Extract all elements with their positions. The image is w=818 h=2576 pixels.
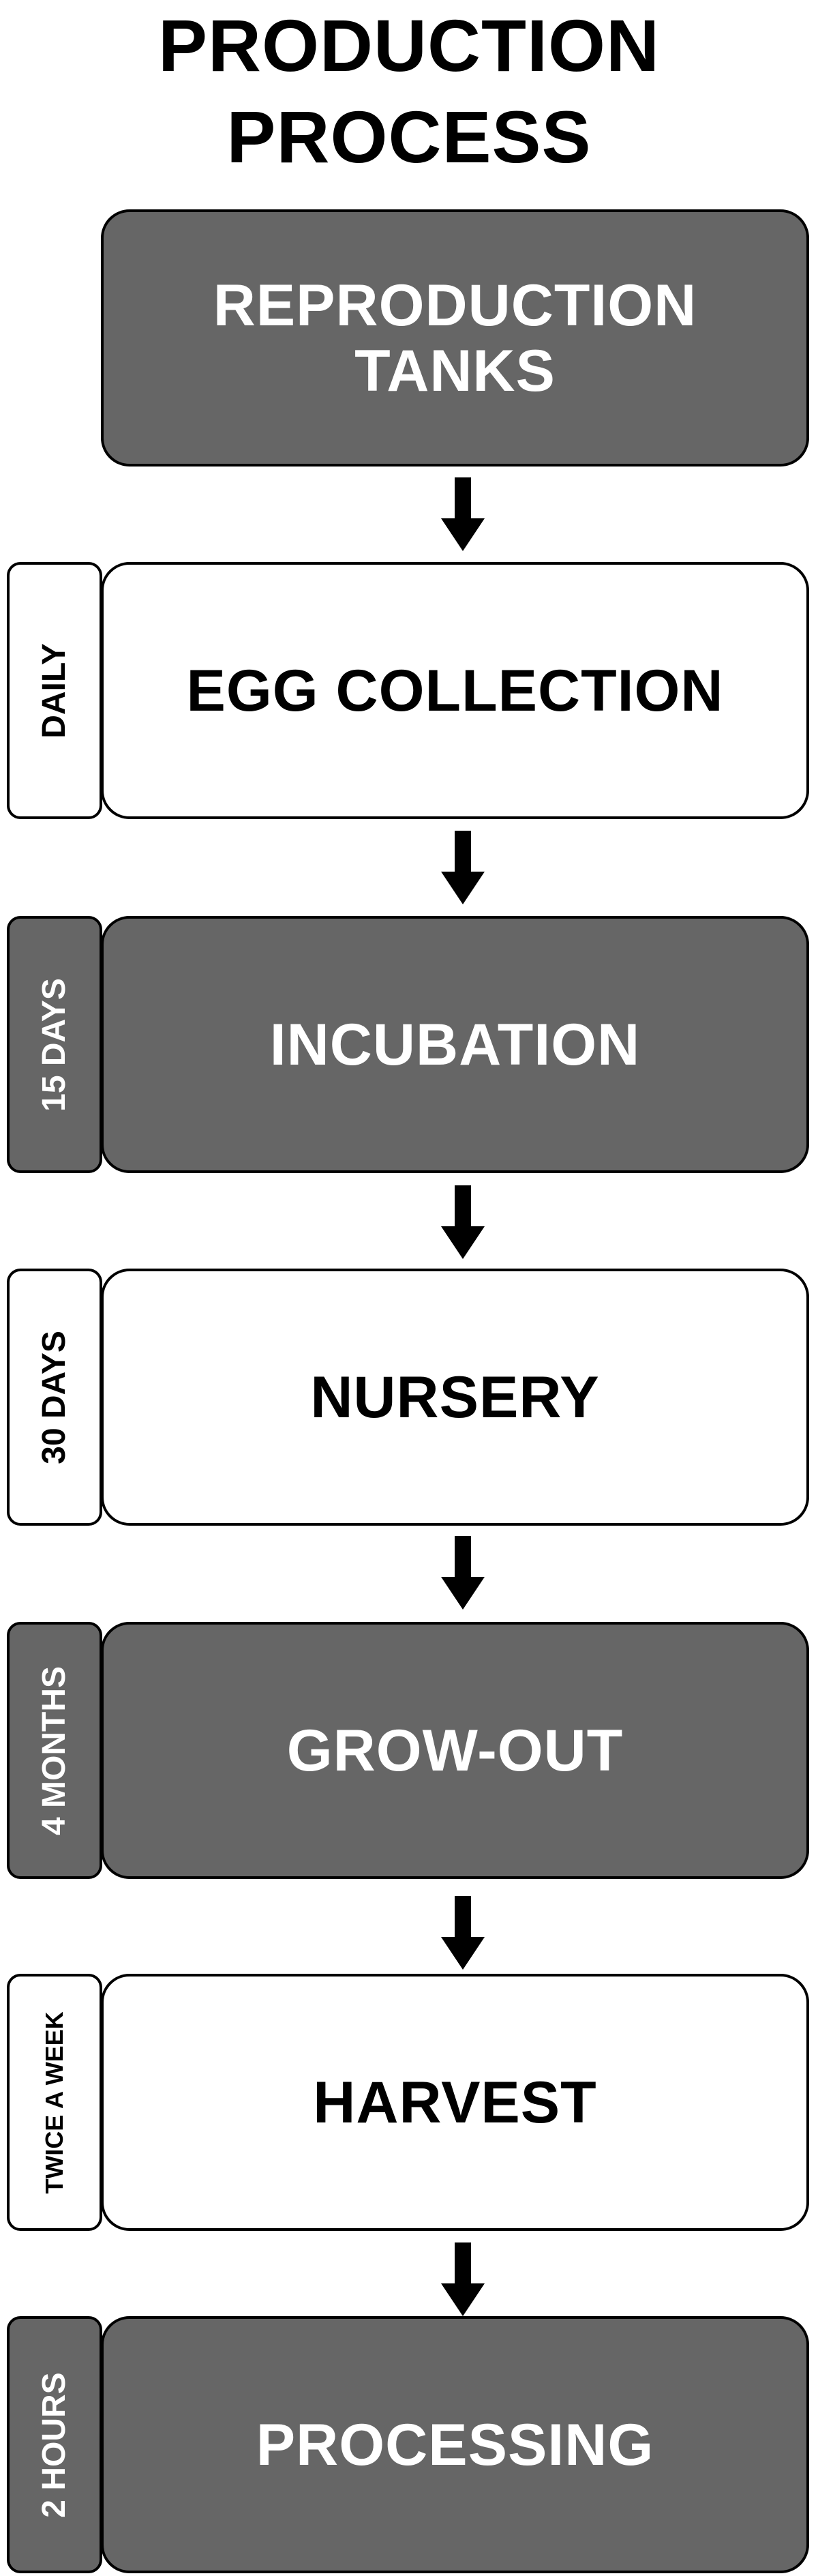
stage-incubation: INCUBATION	[101, 916, 809, 1173]
duration-tab-nursery: 30 DAYS	[7, 1269, 102, 1526]
duration-tab-incubation: 15 DAYS	[7, 916, 102, 1173]
stage-grow-out: GROW-OUT	[101, 1622, 809, 1879]
duration-tab-egg-collection: DAILY	[7, 562, 102, 819]
stage-label: NURSERY	[310, 1364, 600, 1430]
stage-label: HARVEST	[313, 2069, 597, 2135]
stage-label: REPRODUCTION TANKS	[213, 272, 697, 404]
down-arrow-icon	[441, 831, 485, 904]
duration-label: TWICE A WEEK	[40, 2011, 68, 2194]
title-line-1: PRODUCTION	[158, 4, 660, 87]
stage-nursery: NURSERY	[101, 1269, 809, 1526]
duration-label: 2 HOURS	[36, 2371, 72, 2518]
diagram-title: PRODUCTION PROCESS	[68, 0, 750, 183]
duration-label: 30 DAYS	[36, 1330, 72, 1464]
down-arrow-icon	[441, 2242, 485, 2316]
stage-reproduction-tanks: REPRODUCTION TANKS	[101, 209, 809, 467]
duration-label: 4 MONTHS	[36, 1665, 72, 1835]
title-line-2: PROCESS	[226, 95, 592, 178]
duration-label: DAILY	[36, 642, 72, 739]
stage-label: EGG COLLECTION	[186, 657, 724, 724]
down-arrow-icon	[441, 477, 485, 551]
duration-tab-processing: 2 HOURS	[7, 2316, 102, 2573]
stage-label: PROCESSING	[256, 2412, 654, 2478]
stage-label: GROW-OUT	[286, 1717, 624, 1783]
stage-processing: PROCESSING	[101, 2316, 809, 2573]
down-arrow-icon	[441, 1896, 485, 1970]
duration-tab-harvest: TWICE A WEEK	[7, 1974, 102, 2231]
stage-egg-collection: EGG COLLECTION	[101, 562, 809, 819]
duration-tab-grow-out: 4 MONTHS	[7, 1622, 102, 1879]
down-arrow-icon	[441, 1536, 485, 1610]
duration-label: 15 DAYS	[36, 977, 72, 1112]
stage-harvest: HARVEST	[101, 1974, 809, 2231]
down-arrow-icon	[441, 1185, 485, 1259]
stage-label: INCUBATION	[269, 1011, 641, 1078]
